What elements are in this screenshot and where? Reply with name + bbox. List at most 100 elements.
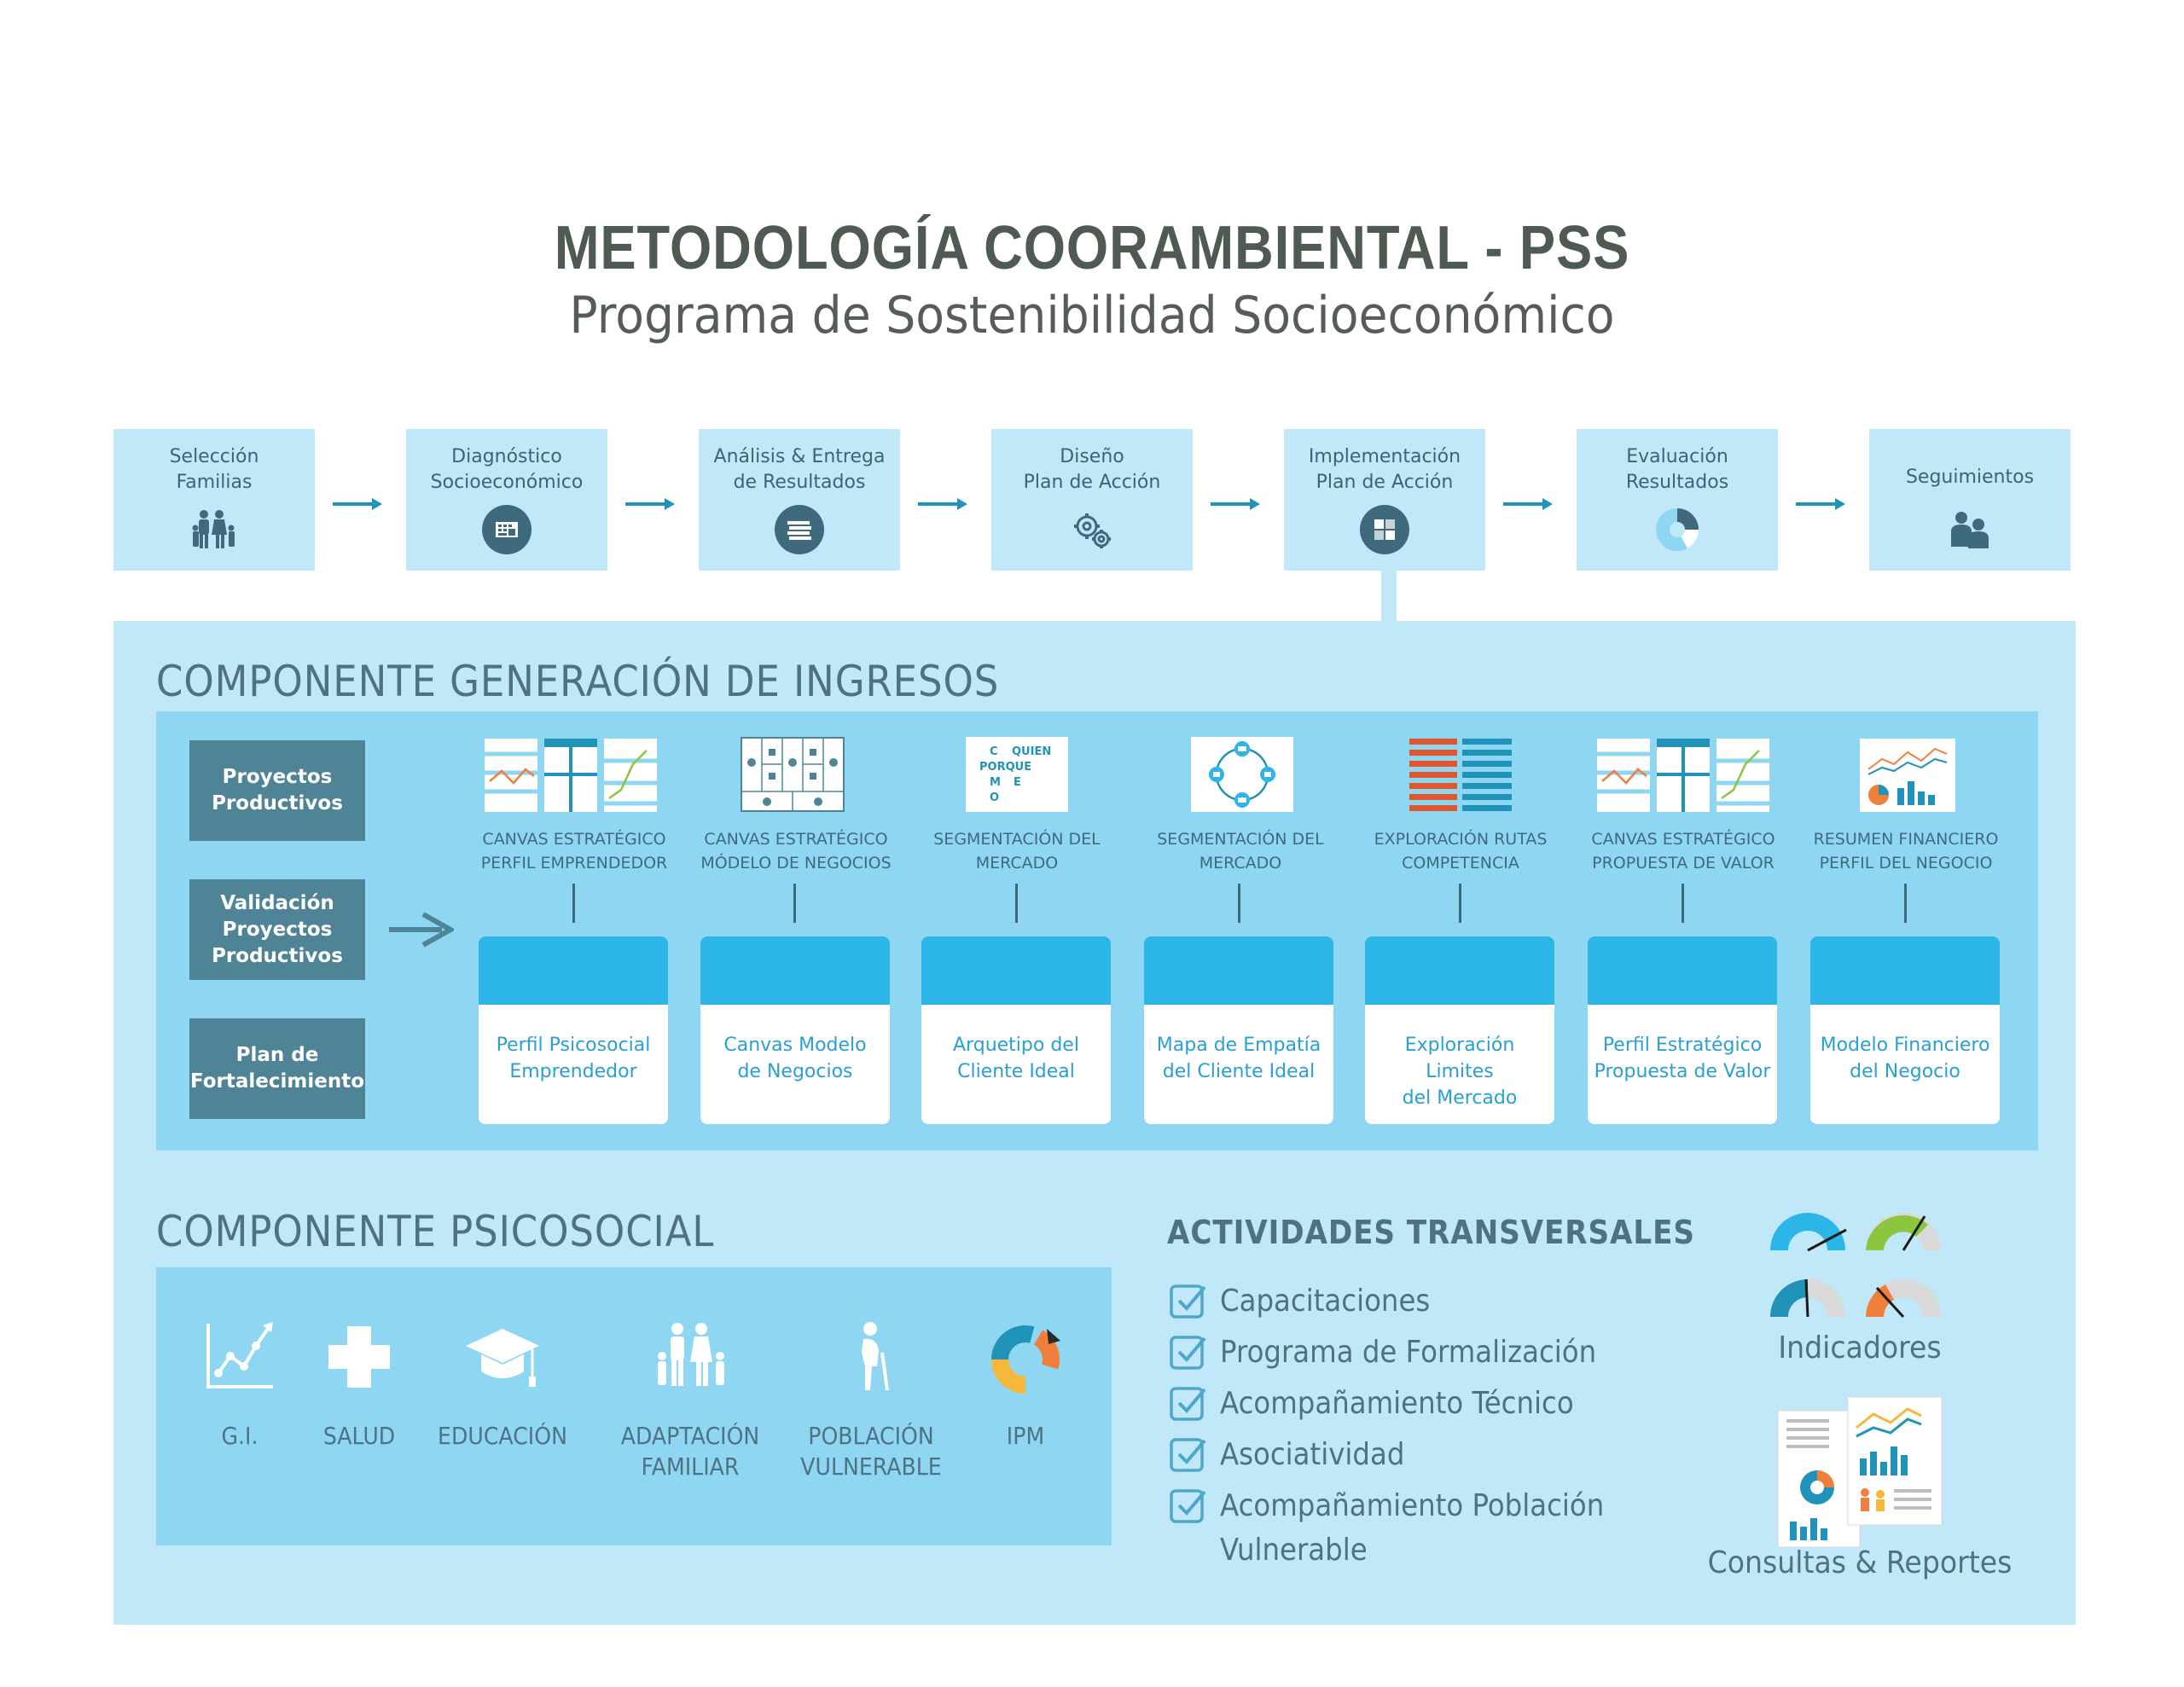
checkbox-icon: [1170, 1489, 1206, 1523]
psi-label: EDUCACIÓN: [438, 1422, 567, 1450]
gears-icon: [1074, 513, 1111, 548]
health-cross-icon: [328, 1326, 390, 1388]
elderly-person-icon: [862, 1322, 889, 1391]
category-label: Validación Proyectos Productivos: [212, 891, 343, 967]
arrow-right-icon: [625, 498, 675, 510]
step-label: Selección Familias: [169, 446, 259, 493]
empathy-map-icon: [1191, 737, 1293, 812]
category-label: Proyectos Productivos: [212, 766, 343, 815]
psicosocial-panel: [156, 1267, 1112, 1545]
step-analisis: Análisis & Entrega de Resultados: [699, 429, 900, 571]
psicosocial-section-title: COMPONENTE PSICOSOCIAL: [156, 1207, 715, 1256]
transversales-title: ACTIVIDADES TRANSVERSALES: [1167, 1214, 1695, 1251]
segment-word: M: [990, 776, 1001, 789]
psi-label: SALUD: [322, 1422, 396, 1450]
transversal-item: Acompañamiento Población Vulnerable: [1220, 1488, 1605, 1568]
checkbox-icon: [1170, 1438, 1206, 1472]
reports-icon: [1777, 1396, 1943, 1548]
graduation-cap-icon: [466, 1329, 539, 1387]
tool-card: Perfil Psicosocial Emprendedor: [479, 936, 668, 1124]
segmentation-card-icon: C QUIEN PORQUE M E O: [966, 737, 1068, 812]
segment-word: QUIEN: [1012, 745, 1052, 758]
tool-label: CANVAS ESTRATÉGICO PERFIL EMPRENDEDOR: [480, 830, 668, 872]
puzzle-icon: [1360, 505, 1409, 554]
indicadores-label: Indicadores: [1778, 1330, 1942, 1365]
tool-card: Perfil Estratégico Propuesta de Valor: [1588, 936, 1777, 1124]
checkbox-icon: [1170, 1387, 1206, 1421]
connector-line: [1682, 884, 1684, 923]
documents-icon: [775, 505, 824, 554]
card-header: [1365, 936, 1554, 1005]
category-proyectos-productivos: Proyectos Productivos: [189, 740, 365, 841]
people-icon: [1951, 512, 1989, 548]
step-diagnostico: Diagnóstico Socioeconómico: [406, 429, 607, 571]
segment-word: C: [990, 745, 998, 758]
checkbox-icon: [1170, 1336, 1206, 1370]
tool-label: SEGMENTACIÓN DEL MERCADO: [1157, 830, 1324, 872]
step-label: Análisis & Entrega de Resultados: [713, 446, 886, 493]
card-header: [1810, 936, 2000, 1005]
striped-chart-icon: [1409, 739, 1512, 811]
step-seleccion-familias: Selección Familias: [113, 429, 315, 571]
connector-line: [572, 884, 575, 923]
segment-word: E: [1014, 776, 1021, 789]
step-label: Implementación Plan de Acción: [1308, 446, 1461, 493]
card-text: Canvas Modelo de Negocios: [723, 1035, 867, 1082]
tool-label: SEGMENTACIÓN DEL MERCADO: [933, 830, 1101, 872]
step-label: Diagnóstico Socioeconómico: [430, 446, 584, 493]
financial-report-icon: [1860, 739, 1955, 812]
category-label: Plan de Fortalecimiento: [189, 1044, 365, 1093]
connector-line: [1459, 884, 1461, 923]
step-connector: [1381, 571, 1397, 623]
tool-card: Exploración Limites del Mercado: [1365, 936, 1554, 1124]
card-text: Perfil Estratégico Propuesta de Valor: [1594, 1035, 1771, 1082]
step-implementacion: Implementación Plan de Acción: [1284, 429, 1485, 571]
tool-card: Mapa de Empatía del Cliente Ideal: [1144, 936, 1333, 1124]
canvas-charts-icon: [1597, 739, 1769, 812]
tool-card: Arquetipo del Cliente Ideal: [921, 936, 1111, 1124]
business-canvas-icon: [741, 737, 845, 812]
step-label: Evaluación Resultados: [1625, 446, 1729, 493]
card-text: Arquetipo del Cliente Ideal: [953, 1035, 1079, 1082]
step-evaluacion: Evaluación Resultados: [1577, 429, 1778, 571]
card-text: Modelo Financiero del Negocio: [1820, 1035, 1990, 1082]
checkbox-icon: [1170, 1284, 1206, 1319]
step-seguimientos: Seguimientos: [1869, 429, 2071, 571]
arrow-right-icon: [1503, 498, 1553, 510]
tool-label: CANVAS ESTRATÉGICO MÓDELO DE NEGOCIOS: [700, 830, 892, 872]
transversal-item: Acompañamiento Técnico: [1220, 1386, 1574, 1421]
tool-label: CANVAS ESTRATÉGICO PROPUESTA DE VALOR: [1591, 830, 1775, 872]
card-text: Mapa de Empatía del Cliente Ideal: [1156, 1035, 1321, 1082]
card-header: [1144, 936, 1333, 1005]
consultas-label: Consultas & Reportes: [1707, 1545, 2013, 1580]
step-diseno: Diseño Plan de Acción: [991, 429, 1193, 571]
calculator-icon: [482, 505, 531, 554]
connector-line: [1238, 884, 1240, 923]
tool-card: Canvas Modelo de Negocios: [700, 936, 890, 1124]
category-validacion-proyectos: Validación Proyectos Productivos: [189, 879, 365, 980]
arrow-right-icon: [918, 498, 967, 510]
transversal-item: Programa de Formalización: [1220, 1335, 1597, 1370]
donut-chart-icon: [991, 1325, 1060, 1394]
ingresos-section-title: COMPONENTE GENERACIÓN DE INGRESOS: [156, 657, 1000, 706]
tool-card: Modelo Financiero del Negocio: [1810, 936, 2000, 1124]
family-icon: [658, 1323, 724, 1386]
step-label: Diseño Plan de Acción: [1023, 446, 1161, 493]
page-subtitle: Programa de Sostenibilidad Socioeconómic…: [569, 286, 1615, 345]
card-header: [479, 936, 668, 1005]
card-text: Exploración Limites del Mercado: [1402, 1035, 1518, 1109]
connector-line: [1015, 884, 1018, 923]
card-text: Perfil Psicosocial Emprendedor: [496, 1035, 651, 1082]
psi-label: G.I.: [221, 1422, 258, 1450]
growth-chart-icon: [206, 1322, 273, 1388]
gauges-icon: [1770, 1213, 1941, 1319]
segment-word: PORQUE: [979, 761, 1032, 774]
arrow-right-icon: [1796, 498, 1845, 510]
psi-label: POBLACIÓN VULNERABLE: [800, 1422, 942, 1481]
connector-line: [1904, 884, 1907, 923]
arrow-right-icon: [1211, 498, 1260, 510]
segment-word: O: [990, 791, 1000, 804]
tool-label: EXPLORACIÓN RUTAS COMPETENCIA: [1374, 830, 1548, 872]
psi-label: IPM: [1006, 1422, 1045, 1450]
transversal-item: Capacitaciones: [1220, 1284, 1431, 1319]
